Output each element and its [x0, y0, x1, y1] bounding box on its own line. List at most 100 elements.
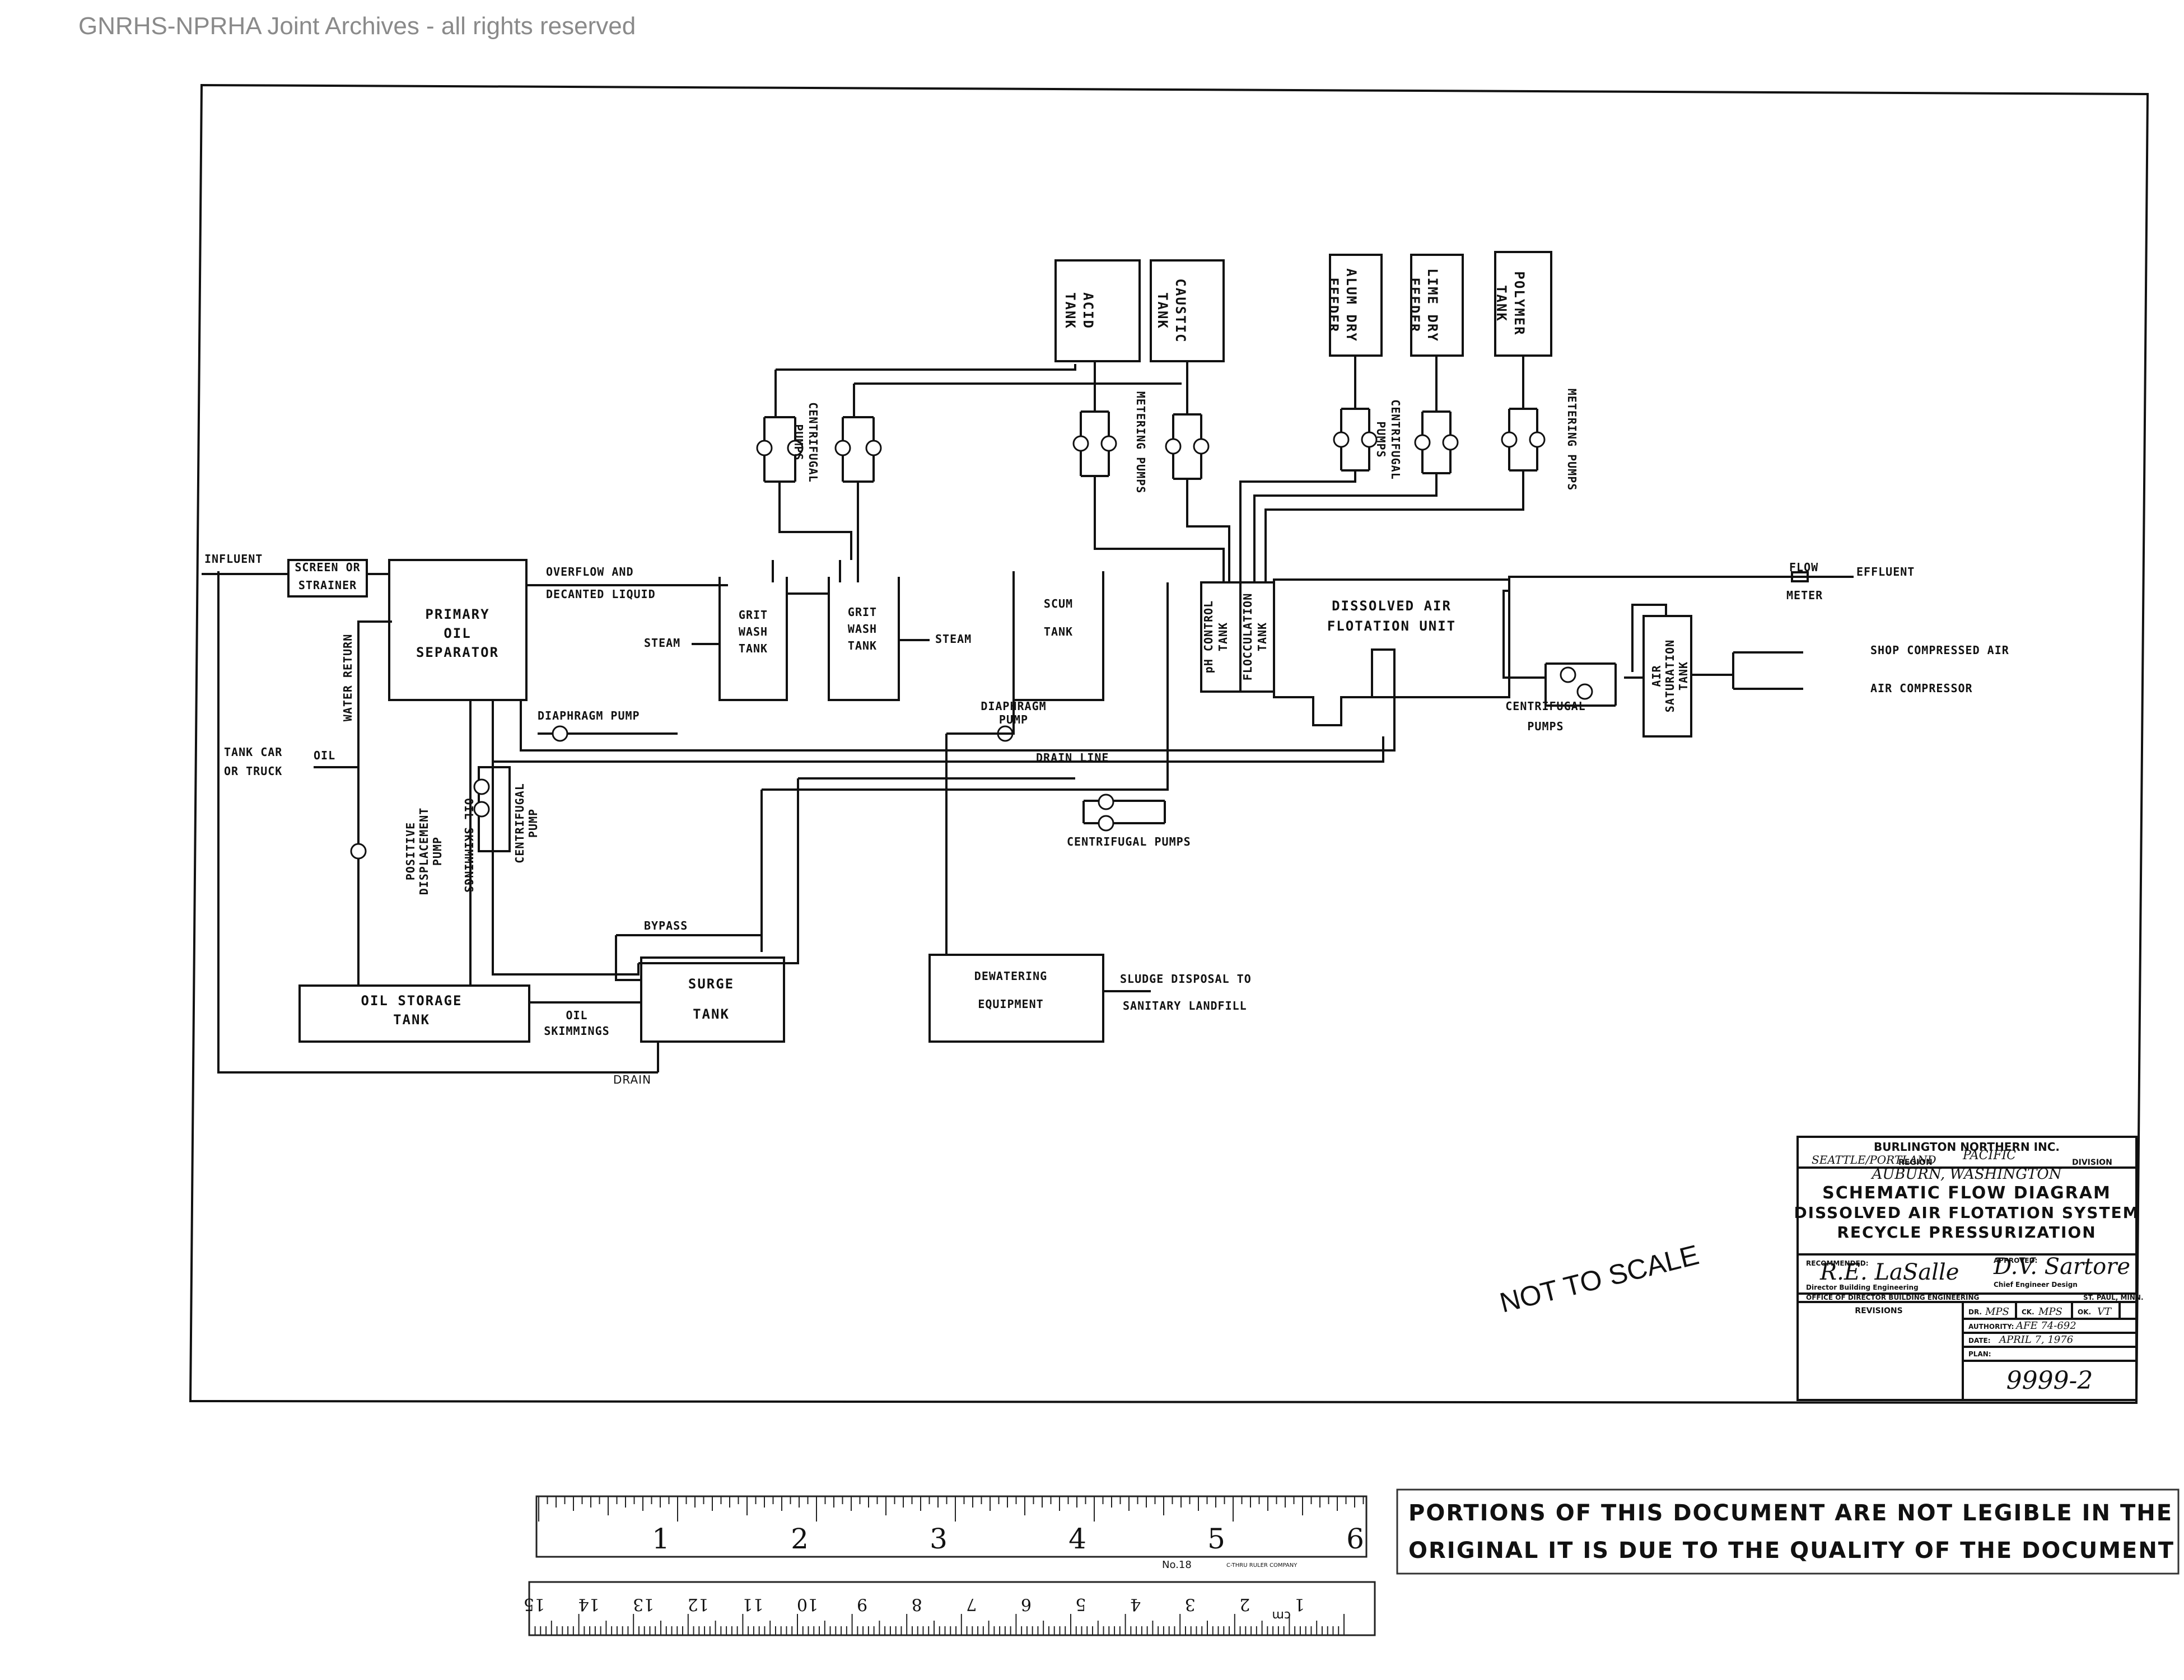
- legibility-notice: [1396, 1488, 2180, 1575]
- centrifugal-pumps-top-label-2: PUMPS: [792, 424, 805, 460]
- pdp-label-2: DISPLACEMENT: [417, 808, 431, 895]
- acid-tank: [1054, 259, 1141, 362]
- inch-number-4: 4: [1068, 1523, 1086, 1555]
- oil-skimmings-v-label: OIL SKIMMINGS: [462, 798, 475, 893]
- flow-meter-label-2: METER: [1786, 589, 1823, 602]
- ast-label-2: SATURATION: [1663, 640, 1677, 712]
- cm-number: 6: [1021, 1594, 1032, 1614]
- grit-wash-tank-1: [718, 577, 788, 701]
- tb-office: OFFICE OF DIRECTOR BUILDING ENGINEERING: [1806, 1294, 1979, 1301]
- scum-tank: [1012, 571, 1104, 701]
- tb-location: AUBURN, WASHINGTON: [1871, 1166, 2062, 1183]
- cm-number: 10: [797, 1594, 818, 1614]
- drawing-border: [189, 83, 2149, 1404]
- acid-tank-label-2: TANK: [1062, 292, 1078, 329]
- inch-number-1: 1: [652, 1523, 670, 1555]
- notice-line-1: PORTIONS OF THIS DOCUMENT ARE NOT LEGIBL…: [1408, 1500, 2173, 1526]
- svg-text:CENTRIFUGALPUMPS: CENTRIFUGALPUMPS: [1374, 399, 1402, 479]
- inch-ruler: [535, 1495, 1368, 1558]
- svg-text:LIME DRYFEEDER: LIME DRYFEEDER: [1407, 268, 1440, 342]
- pos-label-1: PRIMARY: [425, 606, 489, 622]
- tb-plan-number: 9999-2: [2006, 1366, 2093, 1395]
- tb-company: BURLINGTON NORTHERN INC.: [1874, 1140, 2060, 1154]
- tb-sig-2: D.V. Sartore: [1993, 1254, 2130, 1280]
- tb-title-2: DISSOLVED AIR FLOTATION SYSTEM: [1794, 1203, 2139, 1222]
- alum-label-2: FEEDER: [1326, 278, 1341, 333]
- cm-number: 14: [578, 1594, 600, 1614]
- tank-car-label-1: TANK CAR: [224, 745, 282, 759]
- cm-number: 2: [1239, 1594, 1250, 1614]
- daf-label-2: FLOTATION UNIT: [1327, 618, 1456, 634]
- centrifugal-pumps-alum-label-2: PUMPS: [1374, 421, 1388, 458]
- effluent-label: EFFLUENT: [1856, 565, 1915, 578]
- ph-label-2: TANK: [1216, 622, 1230, 651]
- grit1-label-3: TANK: [739, 642, 768, 655]
- caustic-tank-label-2: TANK: [1155, 292, 1170, 329]
- metering-pumps-polymer-label: METERING PUMPS: [1565, 389, 1579, 491]
- dissolved-air-flotation-unit: [1273, 578, 1510, 726]
- tb-plan-label: PLAN:: [1968, 1350, 1991, 1358]
- cm-number: 1: [1294, 1594, 1305, 1614]
- scum-label-1: SCUM: [1044, 597, 1073, 610]
- diaphragm-pump-1-label: DIAPHRAGM PUMP: [538, 709, 640, 722]
- influent-label: INFLUENT: [204, 552, 263, 566]
- grit-wash-tank-2: [828, 577, 900, 701]
- drain-line-label: DRAIN LINE: [1036, 751, 1109, 764]
- tb-date-value: APRIL 7, 1976: [1998, 1334, 2073, 1346]
- tb-sig-1: R.E. LaSalle: [1819, 1259, 1959, 1285]
- diaphragm-2-label-2: PUMP: [999, 713, 1028, 726]
- screen-label-2: STRAINER: [298, 578, 357, 592]
- tb-dr-label: DR.: [1968, 1308, 1982, 1316]
- grit2-label-2: WASH: [848, 622, 877, 636]
- cp-left-label-2: PUMP: [526, 809, 540, 838]
- screen-or-strainer: [287, 559, 368, 598]
- pdp-label-1: POSITIVE: [404, 822, 417, 880]
- ph-label-1: pH CONTROL: [1202, 600, 1215, 673]
- cp-air-label-2: PUMPS: [1527, 720, 1564, 733]
- centrifugal-pumps-alum-label-1: CENTRIFUGAL: [1389, 399, 1402, 479]
- grit2-label-3: TANK: [848, 639, 877, 652]
- svg-text:AIRSATURATIONTANK: AIRSATURATIONTANK: [1650, 640, 1690, 712]
- centrifugal-pumps-top: [756, 364, 1182, 582]
- screen-label-1: SCREEN OR: [295, 561, 360, 574]
- surge-label-2: TANK: [693, 1006, 730, 1022]
- cm-number: 13: [633, 1594, 654, 1614]
- tb-authority-value: AFE 74-692: [2015, 1320, 2076, 1332]
- polymer-label-2: TANK: [1494, 285, 1509, 322]
- svg-text:POLYMERTANK: POLYMERTANK: [1494, 271, 1527, 335]
- tb-dr-value: MPS: [1985, 1306, 2009, 1318]
- air-compressor-label: AIR COMPRESSOR: [1870, 682, 1973, 695]
- cm-number: 3: [1185, 1594, 1196, 1614]
- tb-date-label: DATE:: [1968, 1337, 1991, 1345]
- centrifugal-pumps-top-label-1: CENTRIFUGAL: [806, 402, 820, 482]
- ruler-maker: No.18: [1162, 1559, 1192, 1571]
- scum-label-2: TANK: [1044, 625, 1073, 638]
- ast-label-1: AIR: [1650, 665, 1663, 687]
- cm-number: 4: [1130, 1594, 1141, 1614]
- metering-pumps-polymer: [1264, 356, 1546, 582]
- shop-air-label: SHOP COMPRESSED AIR: [1870, 643, 2009, 657]
- centrifugal-pumps-alum-lime: [1239, 356, 1459, 582]
- oil-skim-label-1: OIL: [566, 1009, 587, 1022]
- cm-number: 8: [912, 1594, 922, 1614]
- pos-label-2: OIL: [444, 626, 471, 641]
- grit1-label-2: WASH: [739, 625, 768, 638]
- grit2-label-1: GRIT: [848, 605, 877, 619]
- ruler-brand: C-THRU RULER COMPANY: [1226, 1562, 1298, 1569]
- tb-approved: APPROVED:: [1994, 1257, 2037, 1264]
- floc-label-2: TANK: [1256, 622, 1269, 651]
- tb-ok-value: VT: [2097, 1306, 2112, 1318]
- tb-revisions: REVISIONS: [1855, 1306, 1902, 1315]
- svg-text:POSITIVEDISPLACEMENTPUMP: POSITIVEDISPLACEMENTPUMP: [404, 808, 444, 895]
- tb-authority-label: AUTHORITY:: [1968, 1323, 2014, 1331]
- sludge-label-1: SLUDGE DISPOSAL TO: [1120, 972, 1252, 986]
- tank-car-label-2: OR TRUCK: [224, 764, 282, 778]
- cm-number: 11: [742, 1594, 763, 1614]
